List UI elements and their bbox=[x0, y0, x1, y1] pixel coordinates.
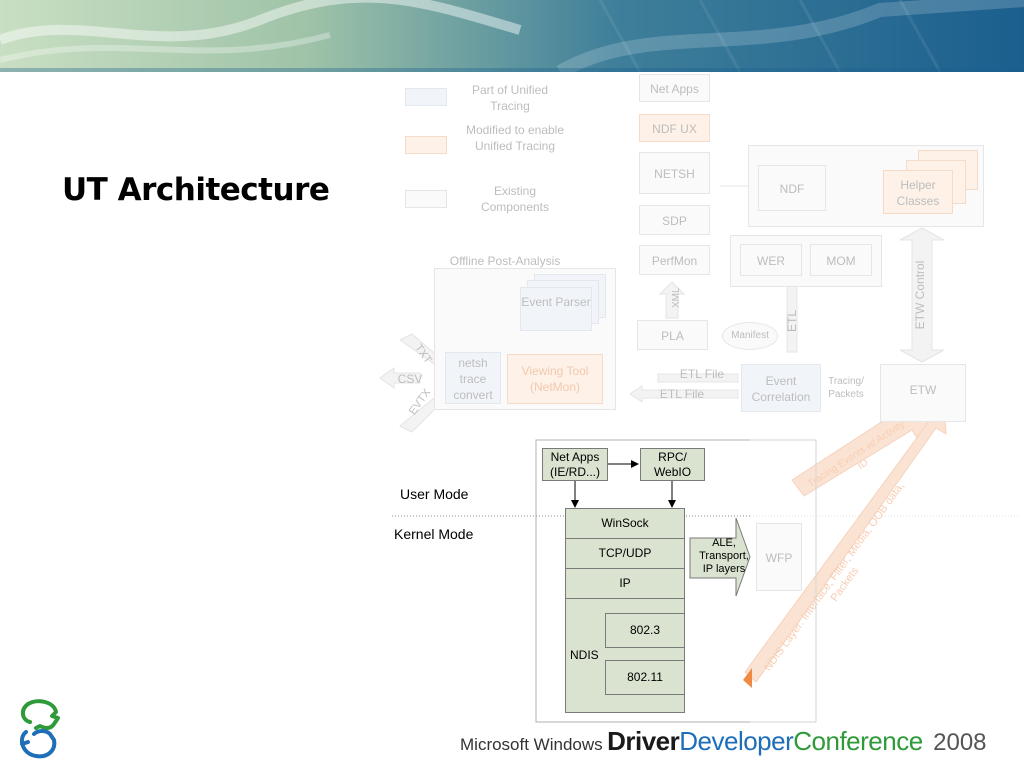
bg-ndf-box: NDF bbox=[758, 165, 826, 211]
ieee-8023-label: 802.3 bbox=[629, 623, 661, 637]
bg-netsh-box: NETSH bbox=[639, 152, 710, 194]
footer-developer: Developer bbox=[679, 726, 794, 756]
bg-ndf-ux-label: NDF UX bbox=[652, 122, 697, 136]
bg-mom-label: MOM bbox=[826, 254, 856, 268]
bg-wfp-box: WFP bbox=[756, 523, 802, 591]
bg-mom-box: MOM bbox=[810, 244, 872, 276]
ale-layers-label: ALE, Transport, IP layers bbox=[699, 537, 749, 575]
bg-event-parser-label: Event Parser bbox=[521, 295, 591, 309]
footer-brand: Microsoft Windows DriverDeveloperConfere… bbox=[460, 726, 987, 757]
rpc-webio-box: RPC/ WebIO bbox=[640, 448, 705, 481]
bg-perfmon-label: PerfMon bbox=[651, 254, 698, 268]
bg-etw-box: ETW bbox=[880, 364, 966, 422]
bg-manifest-ellipse: Manifest bbox=[722, 322, 778, 350]
bg-event-correlation-box: Event Correlation bbox=[741, 364, 821, 412]
bg-wfp-label: WFP bbox=[765, 551, 793, 565]
footer-year: 2008 bbox=[933, 729, 987, 756]
legend-swatch-modified bbox=[405, 136, 447, 154]
banner-graphic bbox=[0, 0, 1024, 72]
conference-logo-icon bbox=[19, 699, 60, 759]
bg-pla-label: PLA bbox=[661, 329, 684, 343]
legend-swatch-existing bbox=[405, 190, 447, 208]
footer-conference: Conference bbox=[793, 726, 923, 756]
bg-netsh-trace-convert-box: netsh trace convert bbox=[445, 352, 501, 404]
bg-tracing-packets-label: Tracing/ Packets bbox=[828, 376, 864, 400]
winsock-box: WinSock bbox=[565, 508, 685, 539]
ieee-8023-box: 802.3 bbox=[605, 613, 685, 648]
footer-driver: Driver bbox=[607, 726, 680, 756]
tcp-udp-box: TCP/UDP bbox=[565, 538, 685, 569]
footer-microsoft-windows: Microsoft Windows bbox=[460, 735, 603, 754]
bg-perfmon-box: PerfMon bbox=[639, 245, 710, 275]
winsock-label: WinSock bbox=[601, 516, 649, 530]
net-apps-box: Net Apps (IE/RD...) bbox=[542, 448, 608, 481]
bg-viewing-tool-box: Viewing Tool (NetMon) bbox=[507, 354, 603, 404]
bg-helper-classes-box: Helper Classes bbox=[883, 170, 953, 214]
bg-csv-label: CSV bbox=[397, 372, 423, 386]
bg-wer-label: WER bbox=[757, 254, 785, 268]
user-mode-label: User Mode bbox=[400, 486, 469, 502]
bg-event-parser-box: Event Parser bbox=[520, 287, 592, 331]
bg-etl-file-2-label: ETL File bbox=[659, 387, 705, 401]
tcp-udp-label: TCP/UDP bbox=[598, 546, 652, 560]
bg-viewing-tool-label: Viewing Tool (NetMon) bbox=[521, 364, 589, 394]
bg-etl-file-1-label: ETL File bbox=[679, 367, 725, 381]
bg-wer-box: WER bbox=[740, 244, 802, 276]
bg-offline-post-analysis-label: Offline Post-Analysis bbox=[449, 254, 561, 268]
rpc-webio-label: RPC/ WebIO bbox=[653, 449, 692, 479]
net-apps-label: Net Apps (IE/RD...) bbox=[550, 449, 600, 479]
bg-net-apps-box: Net Apps bbox=[639, 74, 710, 102]
ieee-80211-label: 802.11 bbox=[627, 670, 663, 684]
bg-sdp-label: SDP bbox=[662, 214, 687, 228]
bg-ndf-ux-box: NDF UX bbox=[639, 114, 710, 142]
legend-swatch-unified bbox=[405, 88, 447, 106]
bg-pla-box: PLA bbox=[637, 320, 708, 350]
slide-title: UT Architecture bbox=[62, 172, 330, 208]
bg-sdp-box: SDP bbox=[639, 205, 710, 235]
bg-etw-label: ETW bbox=[909, 383, 937, 397]
ip-box: IP bbox=[565, 568, 685, 599]
bg-manifest-label: Manifest bbox=[731, 330, 769, 341]
bg-helper-classes-label: Helper Classes bbox=[896, 178, 940, 208]
legend-label-modified: Modified to enable Unified Tracing bbox=[465, 123, 565, 153]
bg-netsh-trace-convert-label: netsh trace convert bbox=[453, 356, 493, 402]
legend-label-unified: Part of Unified Tracing bbox=[471, 83, 549, 113]
header-banner bbox=[0, 0, 1024, 72]
ieee-80211-box: 802.11 bbox=[605, 660, 685, 695]
legend-label-existing: Existing Components bbox=[480, 184, 550, 214]
ip-label: IP bbox=[619, 576, 631, 590]
ndis-label: NDIS bbox=[570, 648, 599, 662]
kernel-mode-label: Kernel Mode bbox=[394, 526, 474, 542]
bg-ndf-label: NDF bbox=[779, 182, 805, 196]
bg-netsh-label: NETSH bbox=[654, 167, 695, 181]
bg-event-correlation-label: Event Correlation bbox=[751, 374, 811, 404]
bg-net-apps-label: Net Apps bbox=[650, 82, 699, 96]
